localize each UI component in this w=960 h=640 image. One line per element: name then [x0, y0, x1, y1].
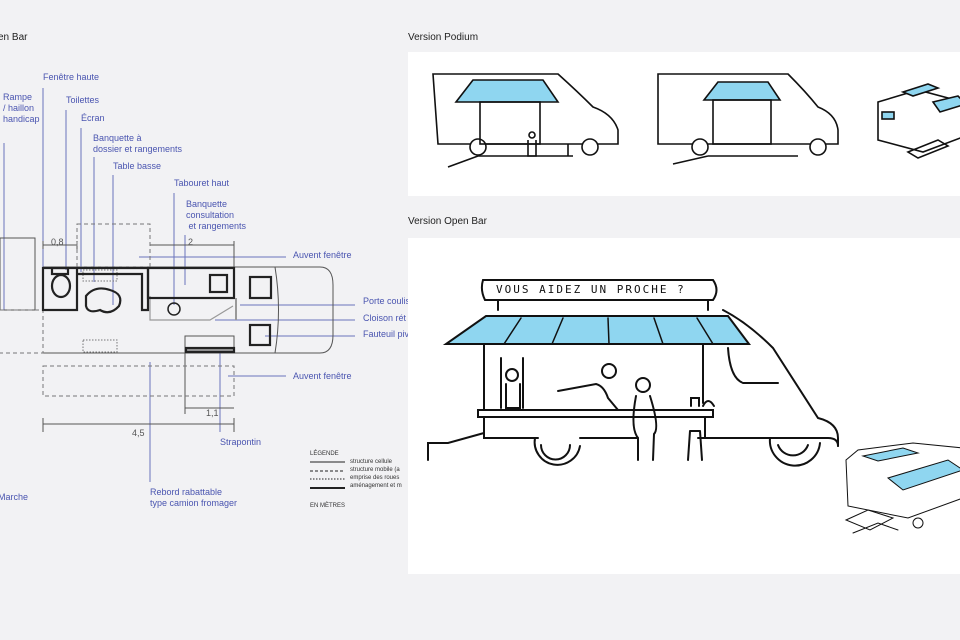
floor-plan-drawing	[0, 88, 355, 489]
label-toilettes: Toilettes	[66, 95, 100, 105]
label-strapontin: Strapontin	[220, 437, 262, 447]
dimension-1-1: 1,1	[206, 408, 219, 418]
label-rampe: Rampe / haillon handicap	[3, 92, 40, 124]
label-cloison: Cloison rét	[363, 313, 407, 323]
legend-title: LÉGENDE	[310, 451, 339, 457]
label-marche: Marche	[0, 492, 29, 502]
podium-frame-title[interactable]: Version Podium	[408, 32, 479, 43]
label-ecran: Écran	[81, 113, 105, 123]
label-auvent-top: Auvent fenêtre	[293, 250, 352, 260]
legend-item: structure mobile (a	[350, 467, 400, 473]
openbar-frame-title[interactable]: Version Open Bar	[408, 216, 487, 227]
dimension-2: 2	[188, 237, 194, 247]
dimension-0-8: 0,8	[51, 237, 64, 247]
label-banquette-dossier: Banquette à dossier et rangements	[93, 133, 183, 154]
legend-units: EN MÈTRES	[310, 503, 346, 509]
plan-frame-title[interactable]: en Bar	[0, 32, 28, 43]
podium-frame[interactable]	[408, 52, 960, 196]
legend-item: structure cellule	[350, 459, 393, 465]
label-rebord: Rebord rabattable type camion fromager	[150, 487, 238, 508]
label-table-basse: Table basse	[113, 161, 162, 171]
podium-sketches	[432, 73, 960, 168]
openbar-frame[interactable]: VOUS AIDEZ UN PROCHE ?	[408, 238, 960, 574]
label-fenetre-haute: Fenêtre haute	[43, 72, 100, 82]
openbar-sketch	[427, 279, 960, 534]
label-fauteuil: Fauteuil piv	[363, 329, 410, 339]
sign-text: VOUS AIDEZ UN PROCHE ?	[496, 283, 686, 296]
legend-item: aménagement et m	[350, 483, 402, 489]
label-auvent-bottom: Auvent fenêtre	[293, 371, 352, 381]
legend-item: emprise des roues	[350, 475, 400, 481]
label-porte: Porte coulis	[363, 296, 411, 306]
label-tabouret: Tabouret haut	[174, 178, 230, 188]
dimension-4-5: 4,5	[132, 428, 145, 438]
label-banquette-consultation: Banquette consultation et rangements	[186, 199, 247, 231]
